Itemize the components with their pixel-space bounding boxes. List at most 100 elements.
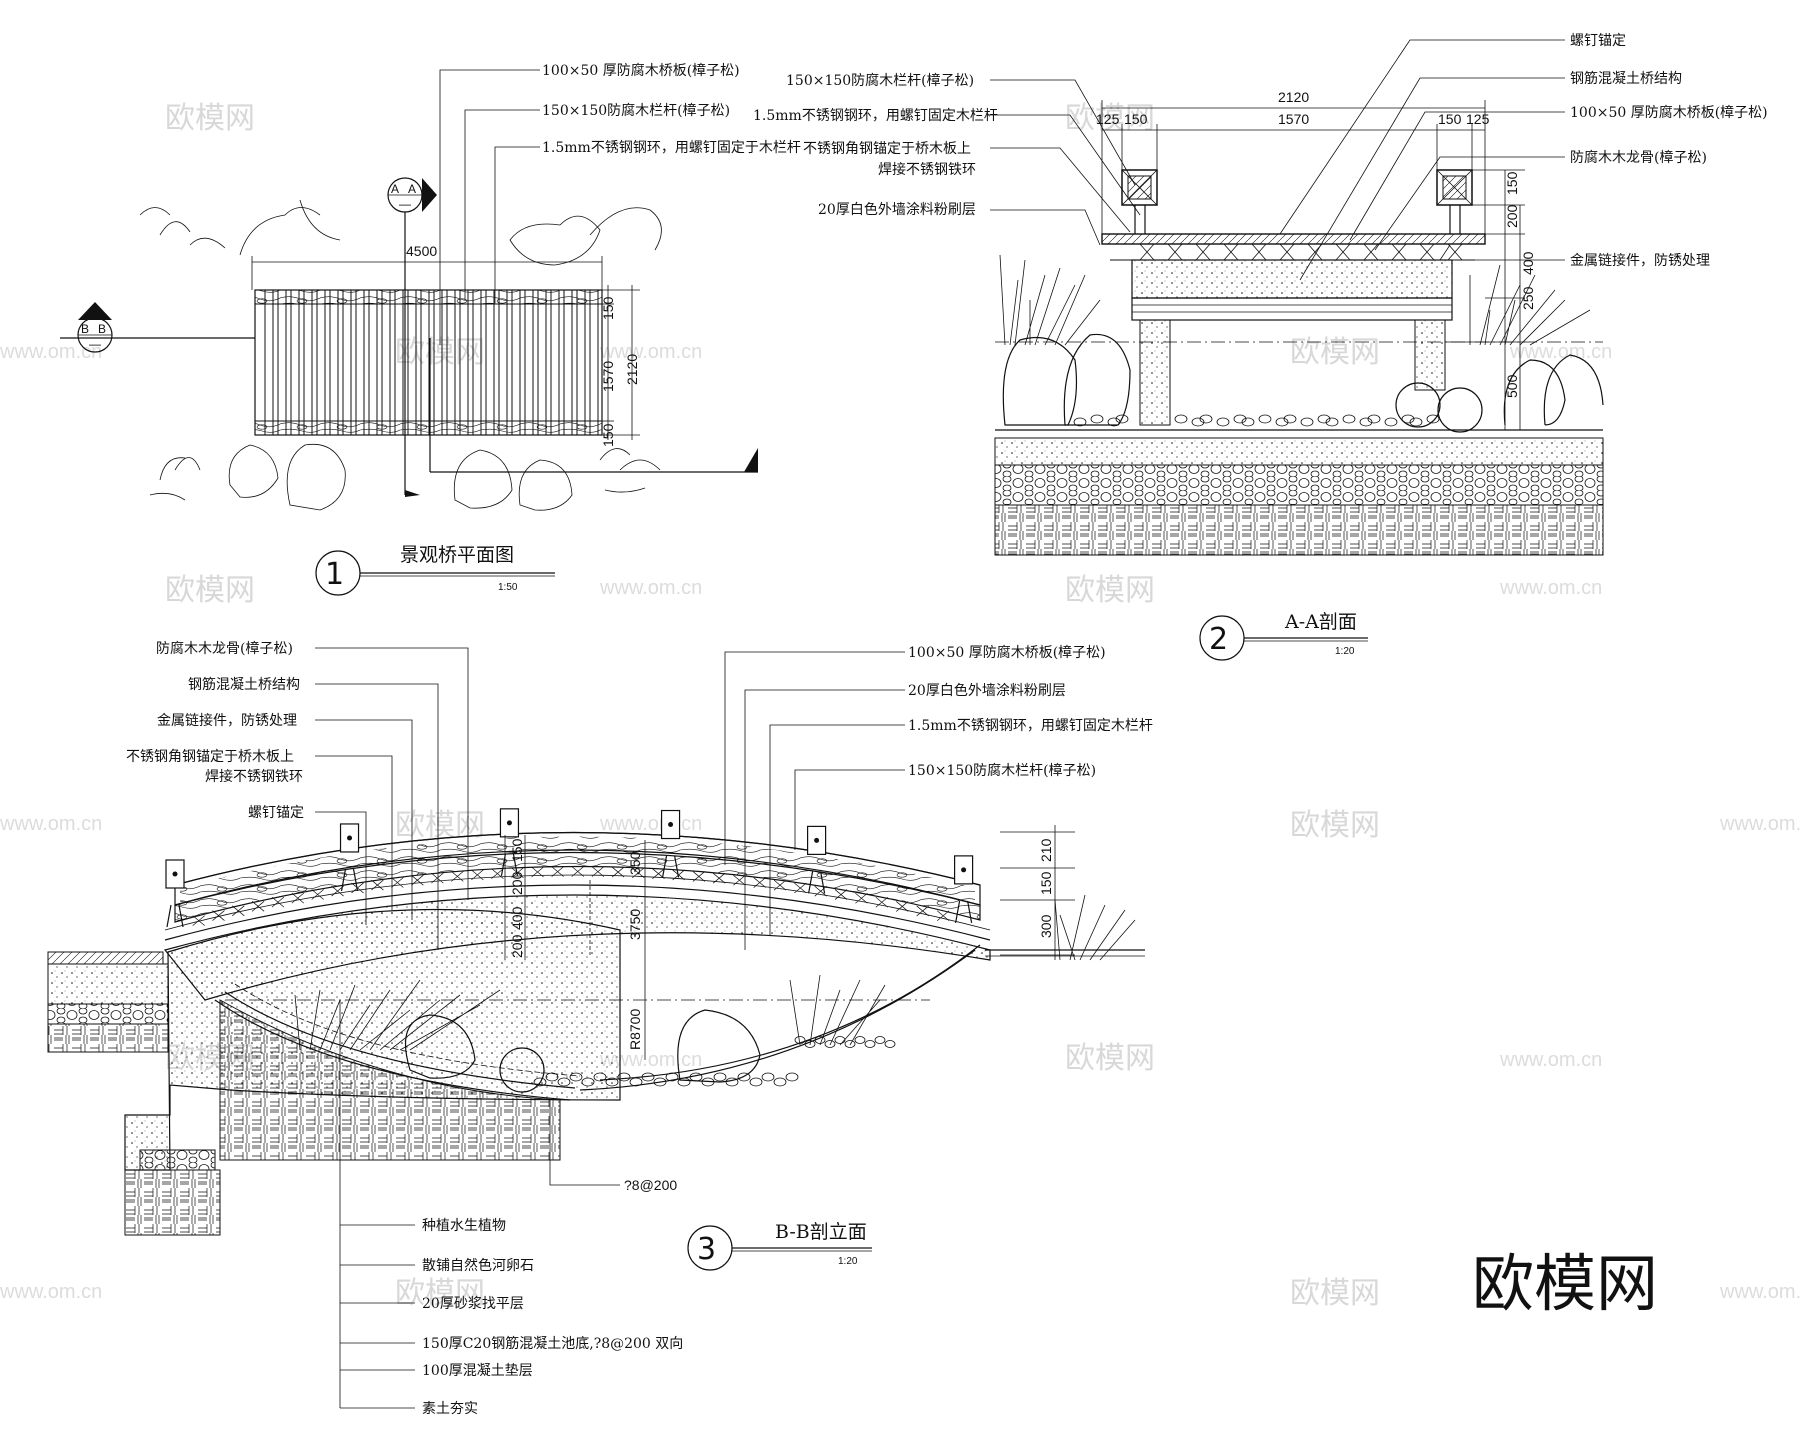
aa-plants	[999, 254, 1591, 346]
rail-anchor	[166, 904, 184, 928]
aa-callout-left: 150×150防腐木栏杆(樟子松)	[786, 72, 974, 89]
deck-board	[355, 289, 365, 436]
pebble	[854, 1036, 866, 1044]
aa-callout-right: 防腐木木龙骨(樟子松)	[1570, 149, 1707, 166]
pebble	[1342, 414, 1356, 424]
bb-dim-150: 150	[1038, 871, 1054, 895]
arc-joist	[311, 889, 324, 900]
joist-brace	[1195, 243, 1211, 261]
watermark-url: www.om.cn	[599, 577, 702, 599]
rail-bolt	[172, 871, 178, 877]
bb-left-leaders	[315, 647, 469, 950]
pebble	[545, 1072, 559, 1082]
arc-joist	[571, 866, 584, 877]
aa-dim-h4: 250	[1520, 286, 1536, 310]
pebble	[665, 1072, 679, 1082]
pebble	[1191, 417, 1205, 427]
bb-callout-bottom: 素土夯实	[422, 1401, 478, 1417]
aa-dim-left-b: 150	[1124, 111, 1148, 127]
pebble	[785, 1072, 799, 1082]
bb-plants	[294, 894, 1136, 1051]
deck-board	[277, 289, 287, 436]
pebble	[557, 1077, 571, 1087]
plan-callout: 150×150防腐木栏杆(樟子松)	[542, 102, 730, 119]
arc-joist	[794, 882, 807, 894]
arc-joist	[632, 867, 645, 879]
pebble	[533, 1077, 547, 1087]
aa-title: A-A剖面	[1284, 611, 1357, 633]
bb-dim-v150: 150	[509, 838, 525, 862]
pebble	[581, 1077, 595, 1087]
rail-anchor	[340, 868, 359, 892]
bb-callout-left: 螺钉锚定	[248, 805, 304, 821]
deck-board	[342, 289, 352, 436]
arc-joist	[491, 868, 504, 879]
bb-dim-v200b: 200	[509, 934, 525, 958]
plan-dim-inner: 1570	[600, 361, 616, 392]
bb-callout-right: 150×150防腐木栏杆(樟子松)	[908, 762, 1096, 779]
plan-number: 1	[325, 557, 344, 592]
pebble	[864, 1040, 876, 1048]
bb-callout-left: 不锈钢角钢锚定于桥木板上	[126, 749, 294, 765]
bb-title: B-B剖立面	[775, 1221, 867, 1243]
arc-joist	[834, 889, 848, 900]
arc-joist	[611, 866, 625, 878]
watermark-url: www.om.cn	[1499, 577, 1602, 599]
aa-dim-h3: 400	[1520, 251, 1536, 275]
aa-dim-h5: 500	[1504, 374, 1520, 398]
section-b-dash: —	[89, 337, 101, 351]
pebble	[629, 1077, 643, 1087]
plan-scale: 1:50	[498, 582, 518, 593]
pebble	[1317, 414, 1331, 424]
pebble	[653, 1077, 667, 1087]
pebble	[1216, 417, 1230, 427]
arc-joist	[251, 901, 265, 912]
deck-board	[511, 289, 521, 436]
arc-joist	[916, 905, 929, 917]
plan-dim-rail-bottom: 150	[600, 423, 616, 447]
aa-dim-right-a: 150	[1438, 111, 1462, 127]
watermark-url: www.om.cn	[599, 341, 702, 363]
bb-right-dims	[1000, 825, 1075, 960]
pebble	[1233, 414, 1247, 424]
pebble	[824, 1040, 836, 1048]
aa-dim-h2: 200	[1504, 204, 1520, 228]
pebble	[1283, 414, 1297, 424]
arc-joist	[875, 896, 889, 908]
plan-title-block: 1 景观桥平面图 1:50	[315, 544, 555, 596]
watermark-text: 欧模网	[1065, 1041, 1155, 1076]
watermark-url: www.om.cn	[599, 1049, 702, 1071]
aa-callout-right: 钢筋混凝土桥结构	[1570, 70, 1682, 87]
section-a-letter: A	[391, 182, 399, 196]
watermark-url: www.om.cn	[1719, 1281, 1800, 1303]
bb-number: 3	[697, 1232, 716, 1267]
bb-dim-rebar: ?8@200	[624, 1177, 677, 1193]
watermark-url: www.om.cn	[1509, 341, 1612, 363]
bb-title-block: 3 B-B剖立面 1:20	[687, 1221, 872, 1271]
bb-callout-left: 钢筋混凝土桥结构	[188, 676, 300, 693]
joist-brace	[1139, 243, 1155, 261]
pebble	[1409, 417, 1423, 427]
brand-logo-text: 欧模网	[1472, 1247, 1658, 1320]
pebble	[773, 1077, 787, 1087]
pebble	[605, 1077, 619, 1087]
deck-board	[381, 289, 391, 436]
aa-dim-total: 2120	[1278, 89, 1309, 105]
bb-vertical-dims	[504, 835, 526, 960]
watermark-url: www.om.cn	[599, 813, 702, 835]
arc-joist	[391, 877, 404, 888]
bb-callout-left: 金属链接件，防锈处理	[157, 712, 297, 729]
deck-board	[524, 289, 534, 436]
watermark-url: www.om.cn	[0, 341, 102, 363]
bb-right-leaders	[724, 651, 905, 950]
pebble	[1426, 414, 1440, 424]
joist-brace	[1391, 243, 1407, 261]
plan-view: 4500 2120 1570 150 150 A A — B B —	[60, 62, 801, 596]
pebble	[701, 1077, 715, 1087]
deck-board	[290, 289, 300, 436]
pebble	[569, 1072, 583, 1082]
arc-joist	[855, 892, 868, 904]
section-marker-b: B B —	[60, 302, 758, 473]
bb-callout-bottom: 20厚砂浆找平层	[422, 1296, 524, 1312]
